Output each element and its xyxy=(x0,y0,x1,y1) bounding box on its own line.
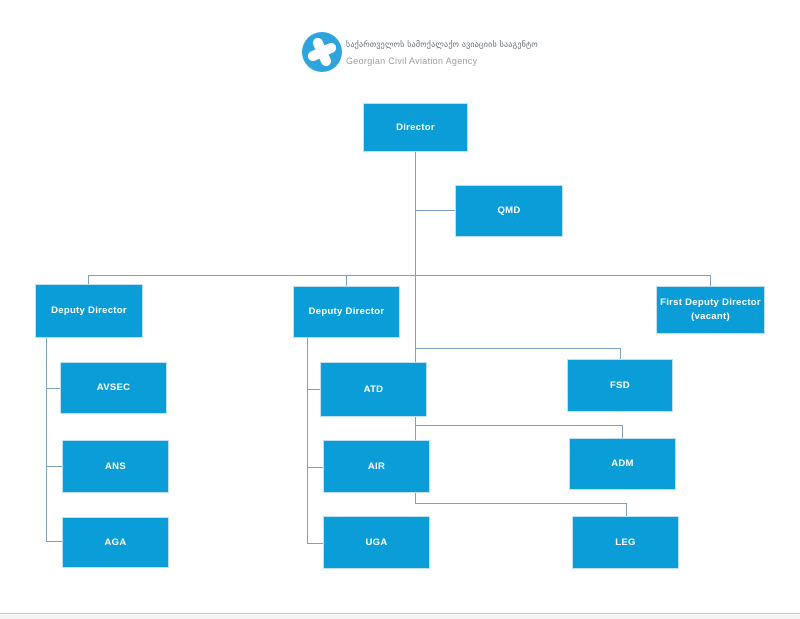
airplane-cross-icon xyxy=(296,26,349,79)
connector-middle-children-trunk xyxy=(307,338,308,543)
connector-ans xyxy=(46,466,62,467)
connector-qmd xyxy=(415,210,455,211)
node-label: Deputy Director xyxy=(308,306,385,318)
connector-drop-adm xyxy=(622,425,623,438)
connector-drop-fsd xyxy=(620,348,621,359)
connector-leg xyxy=(415,503,626,504)
node-label: QMD xyxy=(497,205,521,217)
agency-logo xyxy=(302,32,342,72)
connector-atd xyxy=(307,389,320,390)
node-fsd: FSD xyxy=(567,359,673,412)
connector-aga xyxy=(46,541,62,542)
node-label: AVSEC xyxy=(96,382,131,394)
node-leg: LEG xyxy=(572,516,679,569)
connector-director-trunk xyxy=(415,152,416,503)
connector-deputies-bus xyxy=(88,275,711,276)
node-label: ADM xyxy=(611,458,634,470)
node-label: ATD xyxy=(363,383,384,395)
node-adm: ADM xyxy=(569,438,676,490)
node-label: AIR xyxy=(367,460,386,472)
node-label: AGA xyxy=(104,536,127,548)
node-atd: ATD xyxy=(320,362,427,417)
node-label-line2: (vacant) xyxy=(691,311,730,322)
connector-left-children-trunk xyxy=(46,337,47,541)
node-uga: UGA xyxy=(323,516,430,569)
node-label: LEG xyxy=(615,536,636,548)
node-label: ANS xyxy=(105,460,126,472)
org-name-georgian: საქართველოს სამოქალაქო ავიაციის სააგენტო xyxy=(346,40,538,49)
connector-fsd xyxy=(415,348,620,349)
node-first-deputy-director: First Deputy Director (vacant) xyxy=(656,286,765,334)
node-avsec: AVSEC xyxy=(60,362,167,414)
node-label: Director xyxy=(396,121,435,133)
connector-drop-deputy-left xyxy=(88,275,89,284)
node-qmd: QMD xyxy=(455,185,563,237)
connector-drop-deputy-middle xyxy=(346,275,347,286)
node-deputy-director-left: Deputy Director xyxy=(35,284,143,338)
bottom-divider xyxy=(0,613,800,614)
connector-air xyxy=(307,467,323,468)
connector-drop-leg xyxy=(626,503,627,516)
bottom-strip xyxy=(0,614,800,619)
connector-drop-first-deputy xyxy=(710,275,711,286)
node-deputy-director-middle: Deputy Director xyxy=(293,286,400,338)
node-aga: AGA xyxy=(62,517,169,568)
connector-avsec xyxy=(46,388,60,389)
org-name-english: Georgian Civil Aviation Agency xyxy=(346,56,478,66)
connector-adm xyxy=(415,425,622,426)
node-label-line1: First Deputy Director xyxy=(660,297,761,309)
node-director: Director xyxy=(363,103,468,152)
node-air: AIR xyxy=(323,440,430,493)
node-label: Deputy Director xyxy=(51,305,127,317)
connector-uga xyxy=(307,543,323,544)
node-label: UGA xyxy=(365,536,388,548)
node-label: FSD xyxy=(610,379,630,391)
node-ans: ANS xyxy=(62,440,169,493)
